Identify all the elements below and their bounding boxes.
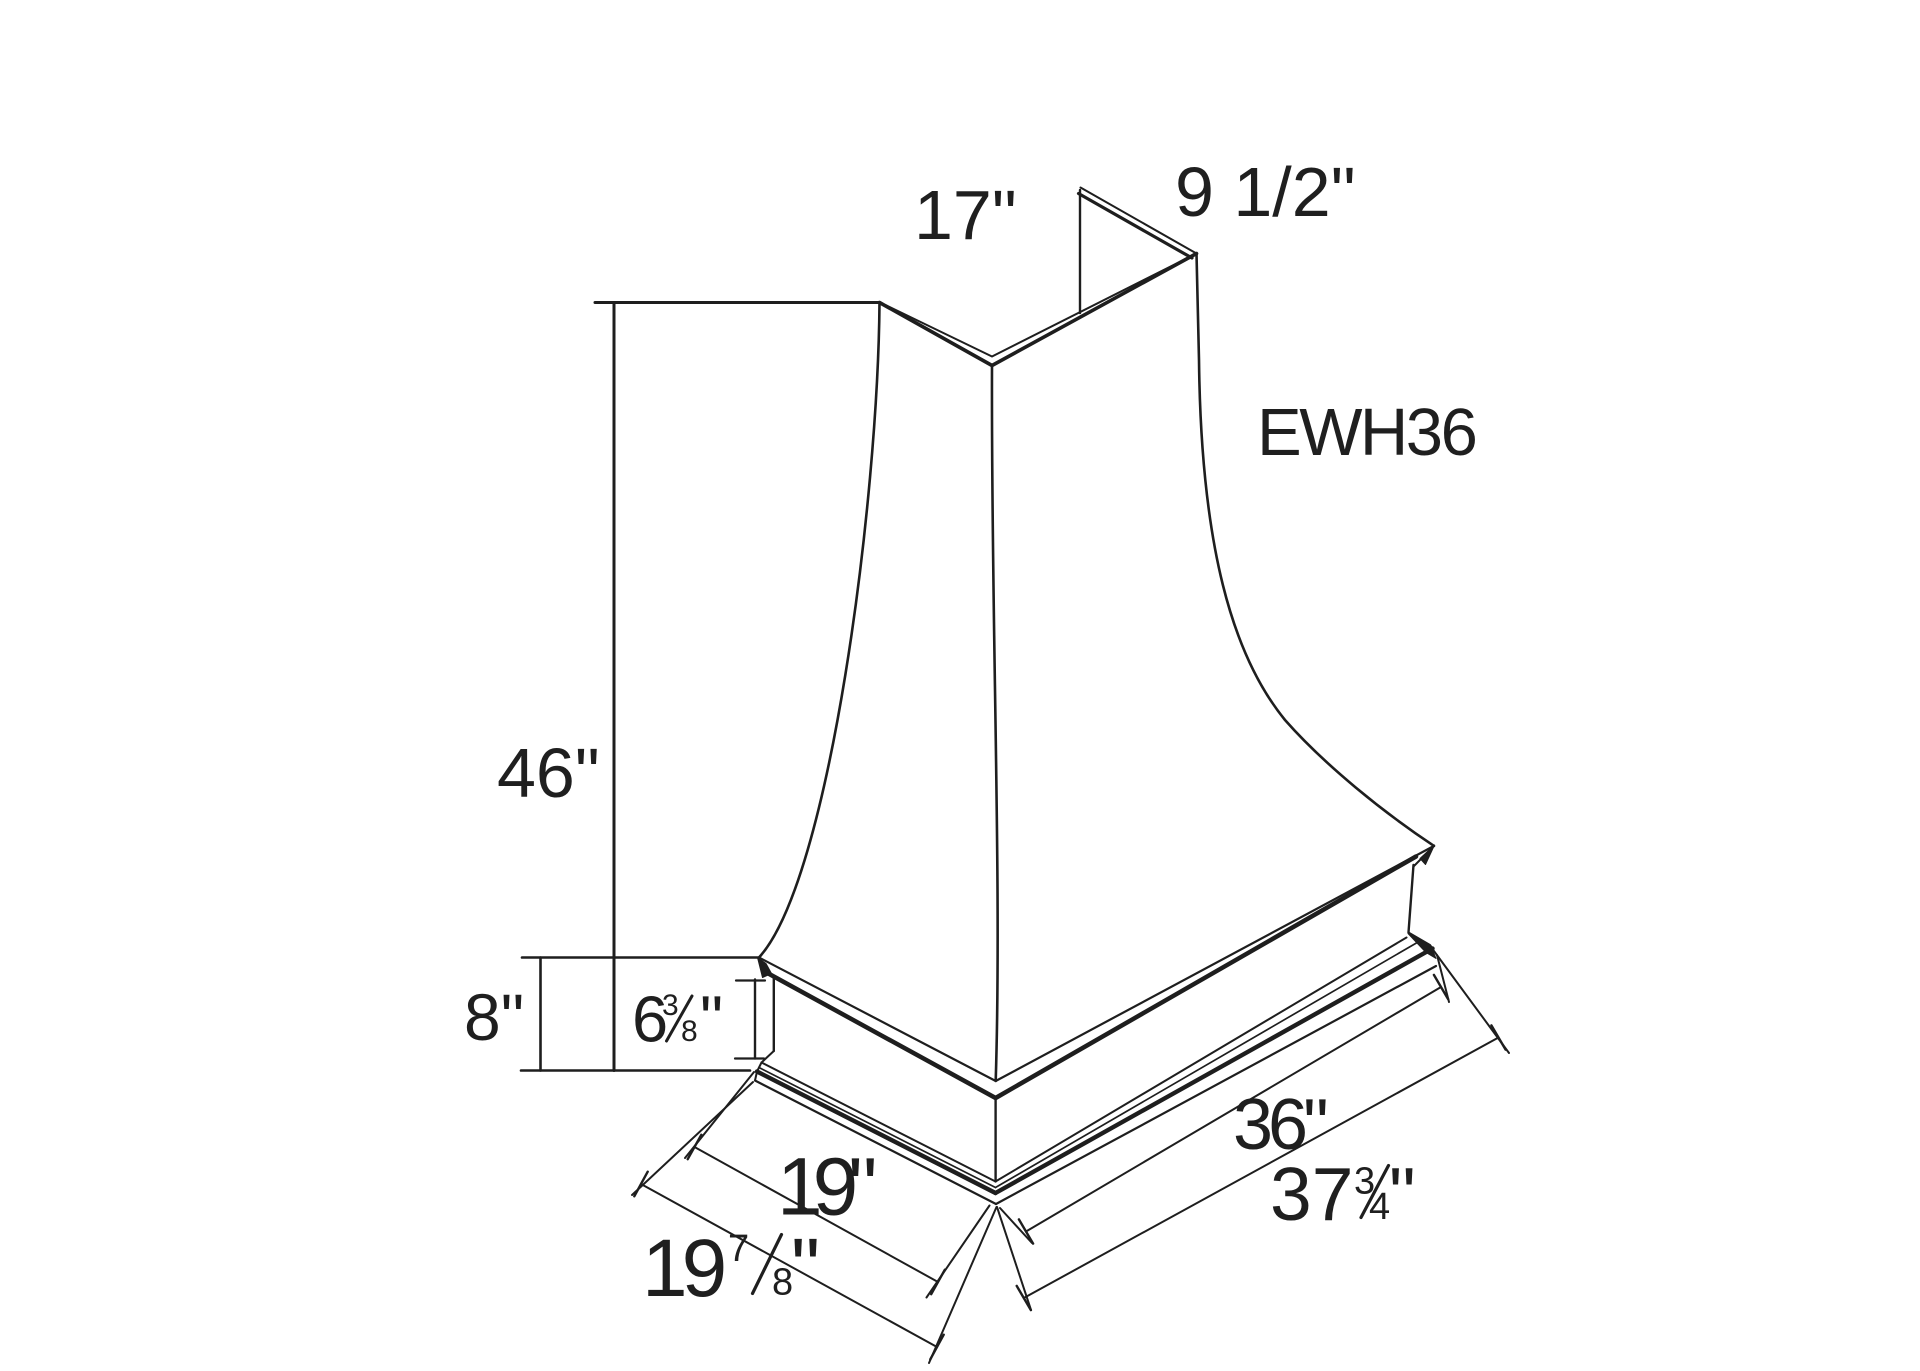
svg-text:37: 37 bbox=[1270, 1152, 1353, 1236]
svg-text:8: 8 bbox=[772, 1262, 793, 1304]
svg-text:46": 46" bbox=[497, 734, 600, 812]
svg-text:19": 19" bbox=[777, 1142, 874, 1233]
svg-text:8: 8 bbox=[681, 1015, 698, 1048]
svg-text:19: 19 bbox=[642, 1223, 724, 1314]
svg-text:3: 3 bbox=[1354, 1161, 1375, 1203]
svg-text:": " bbox=[1389, 1152, 1416, 1236]
svg-text:EWH36: EWH36 bbox=[1257, 395, 1476, 470]
svg-text:3: 3 bbox=[662, 989, 679, 1022]
svg-text:": " bbox=[791, 1222, 820, 1313]
svg-text:17": 17" bbox=[914, 176, 1017, 254]
svg-text:36": 36" bbox=[1233, 1085, 1326, 1165]
svg-text:": " bbox=[700, 982, 723, 1055]
svg-text:4: 4 bbox=[1369, 1186, 1390, 1228]
svg-text:8": 8" bbox=[464, 980, 524, 1054]
svg-text:6: 6 bbox=[632, 983, 668, 1056]
svg-text:7: 7 bbox=[728, 1228, 749, 1270]
svg-text:9 1/2": 9 1/2" bbox=[1175, 153, 1356, 231]
